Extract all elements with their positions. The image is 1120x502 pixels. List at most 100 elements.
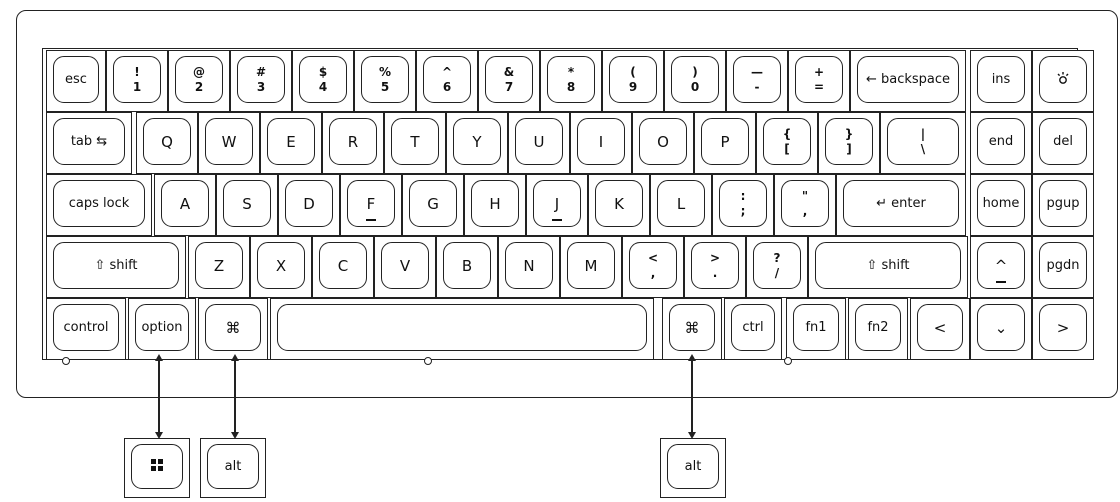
key-h: H (464, 174, 526, 236)
key-3: #3 (230, 50, 292, 112)
key-legend: P (720, 132, 730, 151)
key-n: N (498, 236, 560, 298)
key-i: I (570, 112, 632, 174)
key-4: $4 (292, 50, 354, 112)
keycap-home: home (977, 180, 1025, 227)
key-e: E (260, 112, 322, 174)
keycap-m: M (567, 242, 615, 289)
key-end: end (970, 112, 1032, 174)
key-bottom-legend: . (712, 265, 718, 280)
key-m: M (560, 236, 622, 298)
keycap-u: U (515, 118, 563, 165)
key-1: !1 (106, 50, 168, 112)
key-legend: E (286, 132, 296, 151)
keycap-enter: ↵ enter (843, 180, 959, 227)
key-lbracket: {[ (756, 112, 818, 174)
key-w: W (198, 112, 260, 174)
key-legend: H (489, 194, 501, 213)
key-top-legend: — (751, 64, 763, 79)
key-down: ⌄ (970, 298, 1032, 360)
key-g: G (402, 174, 464, 236)
key-top-legend: { (782, 126, 792, 141)
key-s: S (216, 174, 278, 236)
key-top-legend: " (801, 188, 809, 203)
keycap-period: >. (691, 242, 739, 289)
key-bottom-legend: ; (740, 203, 746, 218)
keycap-light (1039, 56, 1087, 103)
keycap-7: &7 (485, 56, 533, 103)
key-bottom-legend: 3 (256, 79, 266, 94)
keycap-n: N (505, 242, 553, 289)
key-up: ^ (970, 236, 1032, 298)
keycap-end: end (977, 118, 1025, 165)
keycap-lbracket: {[ (763, 118, 811, 165)
key-top-legend: + (813, 64, 825, 79)
key-fn1: fn1 (786, 298, 846, 360)
keycap-equal: += (795, 56, 843, 103)
key-legend: W (221, 132, 237, 151)
key-u: U (508, 112, 570, 174)
key-legend: J (554, 194, 560, 213)
key-legend: V (399, 256, 411, 275)
keycap-x: X (257, 242, 305, 289)
keycap-4: $4 (299, 56, 347, 103)
key-slash: ?/ (746, 236, 808, 298)
key-t: T (384, 112, 446, 174)
key-legend: M (584, 256, 598, 275)
keycap-9: (9 (609, 56, 657, 103)
key-bottom-legend: , (802, 203, 808, 218)
key-legend: ⇧ shift (866, 258, 910, 273)
connector-lcmd-to-alt (234, 356, 236, 436)
keycap-0: )0 (671, 56, 719, 103)
key-bottom-legend: 8 (566, 79, 576, 94)
homing-bump (366, 219, 376, 221)
light-icon (1055, 70, 1071, 90)
key-b: B (436, 236, 498, 298)
keycap-a: A (161, 180, 209, 227)
homing-bump (552, 219, 562, 221)
key-d: D (278, 174, 340, 236)
key-lshift: ⇧ shift (46, 236, 186, 298)
key-legend: ins (991, 72, 1011, 87)
key-legend: fn2 (867, 320, 889, 335)
key-option: option (128, 298, 196, 360)
key-bottom-legend: - (754, 79, 760, 94)
key-v: V (374, 236, 436, 298)
keycap-backslash: |\ (887, 118, 959, 165)
windows-icon (150, 457, 164, 476)
key-legend: Q (161, 132, 173, 151)
key-top-legend: ^ (441, 64, 453, 79)
key-8: *8 (540, 50, 602, 112)
keycap-g: G (409, 180, 457, 227)
key-legend: T (410, 132, 420, 151)
arrowhead-up (688, 354, 696, 361)
key-0: )0 (664, 50, 726, 112)
key-k: K (588, 174, 650, 236)
key-legend: R (347, 132, 359, 151)
key-legend: end (988, 134, 1014, 149)
key-top-legend: ? (773, 250, 781, 265)
key-top-legend: @ (193, 64, 205, 79)
keycap-semicolon: :; (719, 180, 767, 227)
key-del: del (1032, 112, 1094, 174)
key-legend: X (275, 256, 287, 275)
keycap-e: E (267, 118, 315, 165)
keycap-ralt: alt (667, 444, 719, 489)
key-legend: S (242, 194, 252, 213)
key-backspace: ← backspace (850, 50, 966, 112)
key-c: C (312, 236, 374, 298)
key-legend: ⇧ shift (94, 258, 138, 273)
key-bottom-legend: 2 (194, 79, 204, 94)
key-a: A (154, 174, 216, 236)
key-o: O (632, 112, 694, 174)
keycap-comma: <, (629, 242, 677, 289)
key-legend: ⌘ (225, 318, 241, 337)
key-comma: <, (622, 236, 684, 298)
keycap-backspace: ← backspace (857, 56, 959, 103)
key-legend: N (523, 256, 535, 275)
keycap-r: R (329, 118, 377, 165)
key-legend: C (337, 256, 349, 275)
arrowhead-down (155, 432, 163, 439)
key-bottom-legend: 0 (690, 79, 700, 94)
